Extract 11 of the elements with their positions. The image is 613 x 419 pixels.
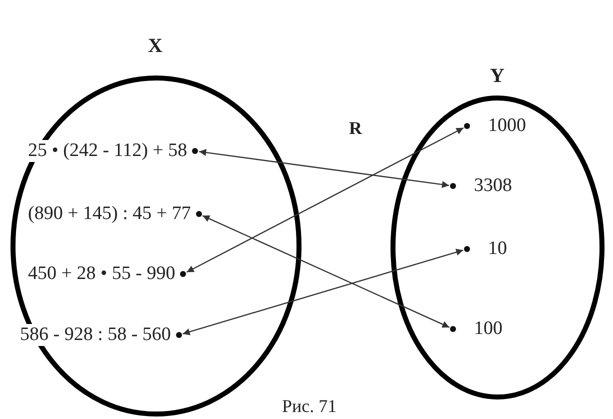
expression-text: 586 - 928 : 58 - 560: [20, 324, 171, 346]
double-arrow: [186, 127, 464, 273]
relation-name: R: [349, 118, 362, 139]
figure-caption: Рис. 71: [282, 396, 337, 417]
set-name: Y: [490, 65, 504, 88]
set-name: X: [148, 35, 162, 58]
double-arrow: [199, 149, 450, 188]
expression-text: (890 + 145) : 45 + 77: [28, 203, 191, 225]
expression-text: 25 • (242 - 112) + 58: [28, 140, 188, 162]
double-arrow: [182, 248, 464, 336]
double-arrow: [202, 215, 450, 328]
